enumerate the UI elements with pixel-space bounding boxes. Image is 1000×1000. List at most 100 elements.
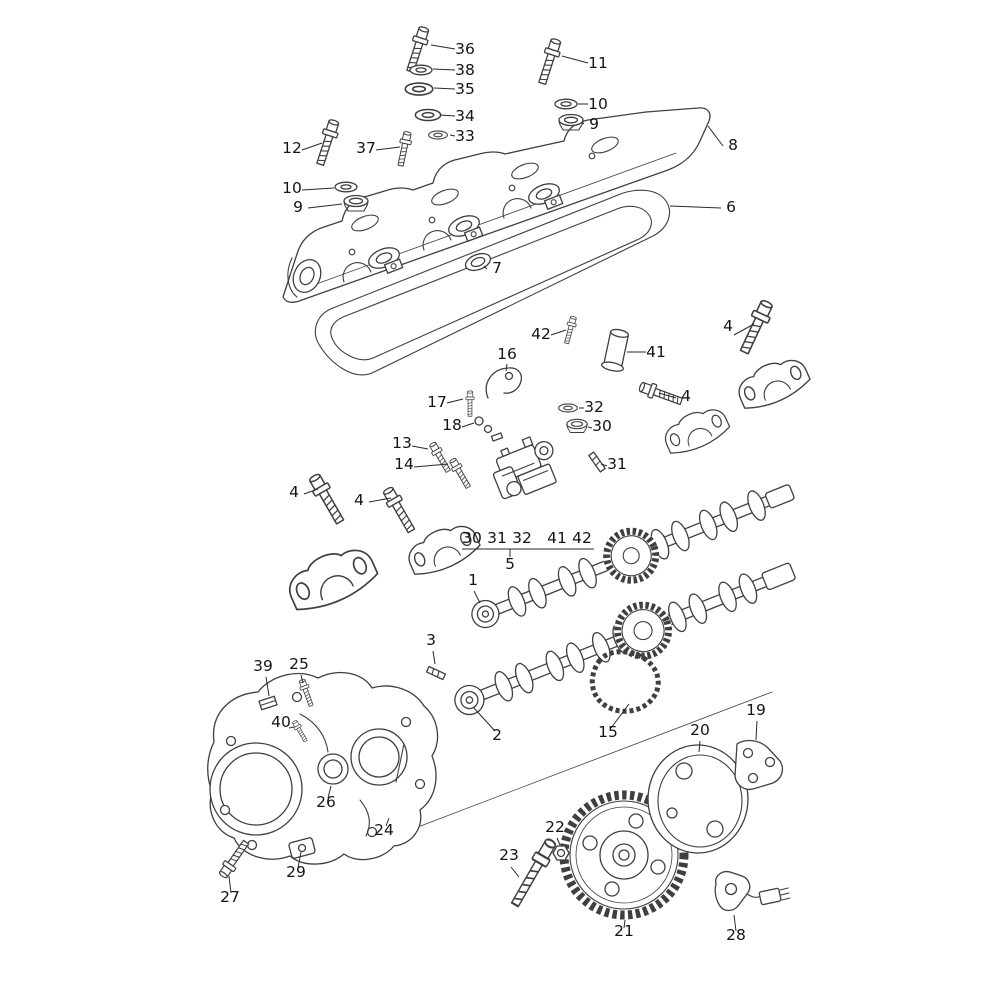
part-label-4r: 4 bbox=[681, 387, 691, 405]
part-label-36: 36 bbox=[455, 40, 475, 58]
nut-22 bbox=[552, 845, 570, 861]
part-label-38: 38 bbox=[455, 61, 475, 79]
leader-line-42 bbox=[550, 329, 567, 336]
leader-line-10l bbox=[301, 187, 335, 191]
part-label-9l: 9 bbox=[293, 198, 303, 216]
part-label-16: 16 bbox=[497, 345, 517, 363]
part-label-34: 34 bbox=[455, 107, 475, 125]
bolt-4-top-right bbox=[735, 297, 777, 357]
leader-line-35 bbox=[433, 87, 456, 90]
leader-line-17 bbox=[446, 398, 464, 404]
part-label-20: 20 bbox=[690, 721, 710, 739]
part-label-35: 35 bbox=[455, 80, 475, 98]
washer-34 bbox=[414, 108, 442, 122]
pin-3 bbox=[425, 665, 447, 681]
part-label-42: 42 bbox=[531, 325, 551, 343]
part-label-31: 31 bbox=[607, 455, 627, 473]
tensioner-cylinder-41 bbox=[601, 328, 630, 372]
leader-line-4r bbox=[658, 392, 677, 399]
pin-31 bbox=[588, 451, 606, 473]
part-label-4tr: 4 bbox=[723, 317, 733, 335]
part-label-3: 3 bbox=[426, 631, 436, 649]
part-label-g41: 41 bbox=[547, 529, 567, 547]
part-label-18: 18 bbox=[442, 416, 462, 434]
bolt-17 bbox=[465, 390, 475, 417]
part-label-33: 33 bbox=[455, 127, 475, 145]
leader-line-13 bbox=[411, 445, 429, 450]
camshaft-1 bbox=[471, 484, 795, 629]
valve-cover-8 bbox=[282, 107, 711, 304]
leader-line-16 bbox=[505, 363, 508, 372]
seal-30 bbox=[566, 418, 588, 434]
leader-line-8 bbox=[707, 125, 724, 147]
part-label-2: 2 bbox=[492, 726, 502, 744]
bolt-13 bbox=[427, 440, 454, 475]
bolt-11 bbox=[534, 36, 565, 87]
washer-32 bbox=[558, 403, 578, 413]
washer-38 bbox=[409, 64, 433, 76]
part-label-5: 5 bbox=[505, 555, 515, 573]
bolt-12 bbox=[312, 117, 343, 168]
small-parts-18 bbox=[474, 416, 504, 442]
part-label-17: 17 bbox=[427, 393, 447, 411]
part-label-37: 37 bbox=[356, 139, 376, 157]
timing-chain-15 bbox=[589, 649, 661, 714]
leader-line-4lo bbox=[303, 488, 319, 495]
part-label-32: 32 bbox=[584, 398, 604, 416]
part-label-9r: 9 bbox=[589, 115, 599, 133]
part-label-g42: 42 bbox=[572, 529, 592, 547]
part-label-g32: 32 bbox=[512, 529, 532, 547]
leader-line-27 bbox=[228, 875, 232, 894]
leader-line-33 bbox=[449, 134, 456, 137]
part-label-25: 25 bbox=[289, 655, 309, 673]
leader-line-23 bbox=[510, 866, 520, 878]
bolt-27 bbox=[216, 837, 253, 881]
leader-line-4tr bbox=[733, 323, 755, 336]
leader-line-40 bbox=[288, 726, 295, 729]
leader-line-4li bbox=[368, 497, 392, 503]
leader-line-38 bbox=[432, 68, 456, 71]
part-label-39: 39 bbox=[253, 657, 273, 675]
part-label-40: 40 bbox=[271, 713, 291, 731]
leader-line-3 bbox=[432, 650, 436, 665]
bearing-cap-right-upper bbox=[731, 350, 814, 416]
leader-line-19 bbox=[755, 720, 758, 741]
leader-line-26 bbox=[327, 785, 332, 799]
gear-cover-20 bbox=[647, 744, 749, 854]
bolt-4-left-inner bbox=[379, 484, 419, 536]
bolt-37 bbox=[394, 130, 414, 168]
bearing-cap-left-outer bbox=[280, 537, 383, 619]
part-label-11: 11 bbox=[588, 54, 608, 72]
bracket-16 bbox=[485, 367, 523, 399]
leader-line-20 bbox=[698, 740, 701, 753]
leader-line-24 bbox=[385, 817, 390, 827]
part-label-22: 22 bbox=[545, 818, 565, 836]
leader-line-7 bbox=[483, 265, 488, 270]
part-label-26: 26 bbox=[316, 793, 336, 811]
seal-ring-7 bbox=[464, 252, 492, 272]
leader-line-37 bbox=[375, 146, 401, 151]
part-label-21: 21 bbox=[614, 922, 634, 940]
part-label-19: 19 bbox=[746, 701, 766, 719]
part-label-13: 13 bbox=[392, 434, 412, 452]
leader-line-36 bbox=[430, 44, 456, 50]
leader-line-2 bbox=[472, 706, 496, 732]
leader-line-14 bbox=[413, 463, 449, 468]
part-label-4li: 4 bbox=[354, 491, 364, 509]
part-label-12: 12 bbox=[282, 139, 302, 157]
part-label-10r: 10 bbox=[588, 95, 608, 113]
leader-line-22 bbox=[556, 837, 561, 846]
part-label-4lo: 4 bbox=[289, 483, 299, 501]
washer-35 bbox=[404, 82, 434, 96]
leader-line-39 bbox=[265, 676, 270, 697]
part-label-28: 28 bbox=[726, 926, 746, 944]
construction-line bbox=[367, 691, 773, 847]
bracket-19 bbox=[734, 739, 784, 791]
valve-cover-gasket-6 bbox=[314, 189, 671, 376]
leader-line-18 bbox=[461, 422, 475, 428]
bolt-14 bbox=[447, 456, 474, 491]
bolt-42 bbox=[561, 315, 579, 345]
mounting-tab-29 bbox=[288, 837, 316, 859]
